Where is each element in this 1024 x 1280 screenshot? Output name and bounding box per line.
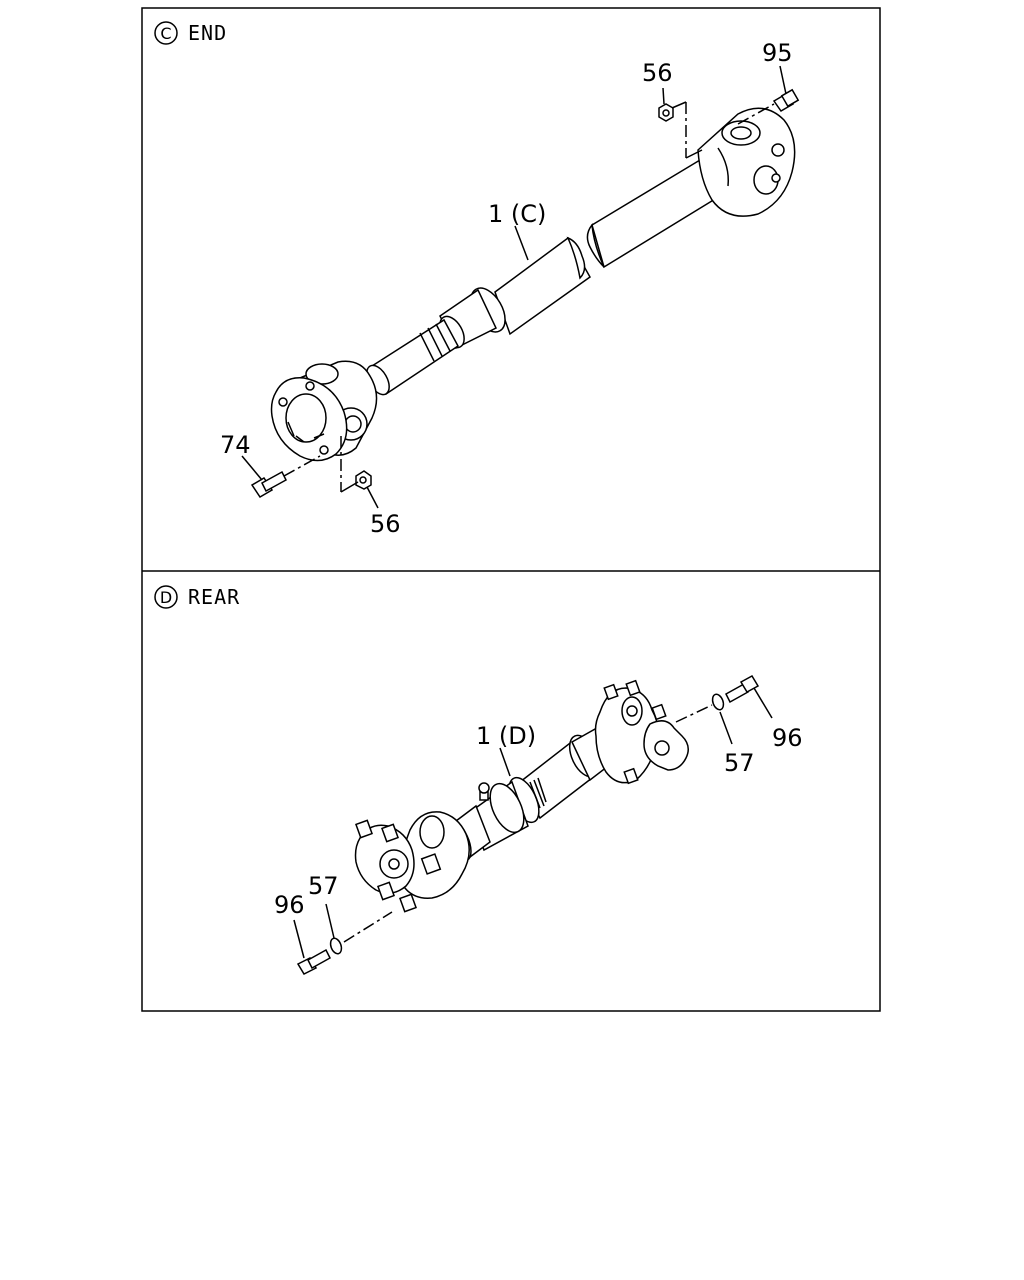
propeller-shaft-end bbox=[270, 107, 796, 462]
washer-57-left bbox=[329, 937, 343, 955]
propeller-shaft-rear bbox=[354, 679, 689, 913]
nut-56-bottom bbox=[355, 470, 372, 490]
callout-bolt-top: 95 bbox=[762, 39, 793, 67]
bolt-74-bottom bbox=[250, 470, 287, 499]
section-end: C END bbox=[154, 21, 800, 538]
section-rear-title: REAR bbox=[188, 585, 240, 609]
callout-shaft-end: 1 (C) bbox=[488, 200, 546, 228]
section-rear: D REAR bbox=[154, 585, 803, 975]
callout-nut-top: 56 bbox=[642, 59, 673, 87]
bolt-96-left bbox=[296, 948, 331, 975]
callout-washer-left: 57 bbox=[308, 872, 339, 900]
section-end-title: END bbox=[188, 21, 227, 45]
callout-bolt-right: 96 bbox=[772, 724, 803, 752]
nut-56-top bbox=[658, 103, 674, 122]
diagram-frame bbox=[141, 7, 881, 1012]
section-rear-marker bbox=[154, 585, 178, 609]
section-rear-letter: D bbox=[160, 588, 172, 607]
bolt-96-right bbox=[725, 674, 760, 704]
callout-bolt-bottom: 74 bbox=[220, 431, 251, 459]
callout-washer-right: 57 bbox=[724, 749, 755, 777]
section-end-letter: C bbox=[160, 24, 171, 43]
washer-57-right bbox=[711, 693, 725, 711]
callout-bolt-left: 96 bbox=[274, 891, 305, 919]
callout-nut-bottom: 56 bbox=[370, 510, 401, 538]
section-end-marker bbox=[154, 21, 178, 45]
callout-shaft-rear: 1 (D) bbox=[476, 722, 536, 750]
